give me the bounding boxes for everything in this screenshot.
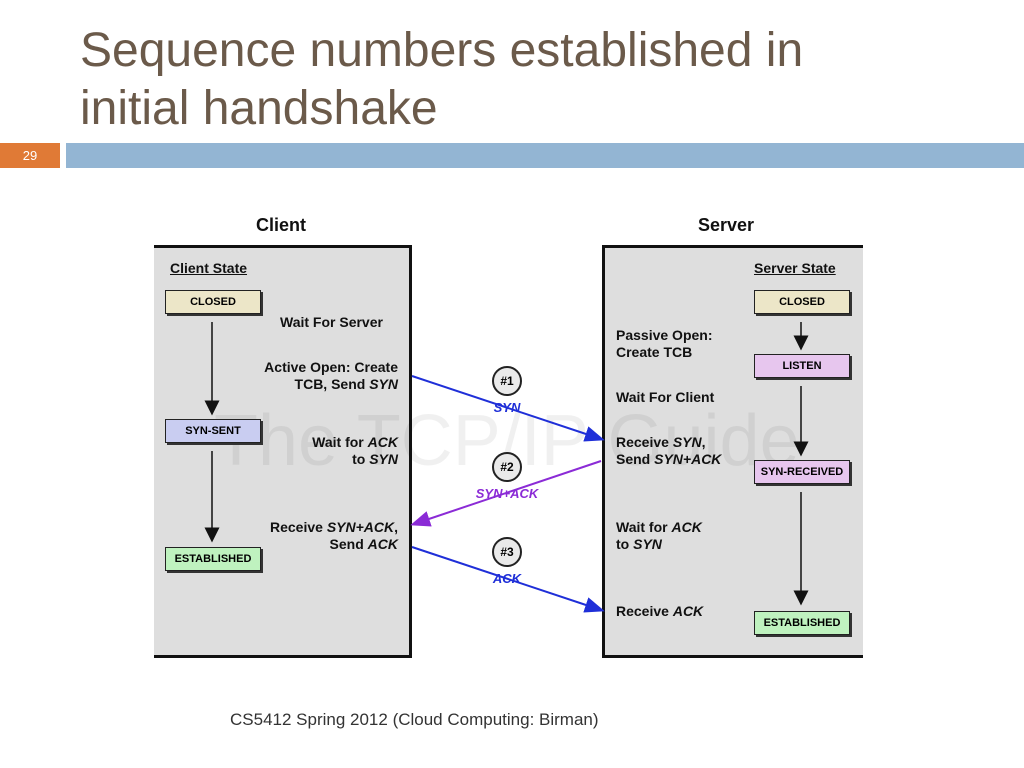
client-wait-for-ack-ack: ACK (367, 434, 398, 450)
client-receive-text: Receive (269, 519, 327, 535)
server-wait-for-ack-ack: ACK (671, 519, 702, 535)
client-state-syn-sent: SYN-SENT (165, 419, 261, 443)
server-send-synack: SYN+ACK (654, 451, 722, 467)
server-wait-for-ack-line-1: Wait for ACK (616, 519, 702, 536)
client-wait-for-ack-text: Wait for (312, 434, 368, 450)
client-heading: Client (256, 215, 307, 235)
server-wait-for-ack: Wait for ACK to SYN (616, 519, 702, 553)
title-divider-bar (66, 143, 1024, 168)
slide-title-line-2: initial handshake (80, 82, 438, 135)
message-1-marker: #1 (492, 366, 522, 396)
client-state-established: ESTABLISHED (165, 547, 261, 571)
server-receive-ack: Receive ACK (616, 603, 703, 620)
client-receive-comma: , (394, 519, 398, 535)
server-receive-syn-text: SYN (672, 434, 702, 450)
message-2-marker: #2 (492, 452, 522, 482)
message-3-marker: #3 (492, 537, 522, 567)
slide-title-line-1: Sequence numbers established in (80, 24, 804, 77)
ack-arrow (411, 546, 605, 613)
client-state-closed: CLOSED (165, 290, 261, 314)
server-state-closed: CLOSED (754, 290, 850, 314)
message-1-label: SYN (493, 400, 521, 415)
server-heading: Server (698, 215, 755, 235)
client-wait-for-server: Wait For Server (280, 314, 383, 330)
server-send-text: Send (616, 451, 655, 467)
client-state-label: Client State (170, 260, 248, 276)
slide-number: 29 (0, 143, 60, 168)
client-active-open: Active Open: Create TCB, Send SYN (236, 359, 398, 393)
client-active-open-line-2-syn: SYN (369, 376, 398, 392)
server-wait-for-ack-text: Wait for (616, 519, 672, 535)
server-receive-ack-text: Receive (616, 603, 673, 619)
server-wait-for-ack-to: to (616, 536, 634, 552)
client-receive-synack-line-2: Send ACK (236, 536, 398, 553)
server-receive-comma: , (701, 434, 706, 450)
slide-footer: CS5412 Spring 2012 (Cloud Computing: Bir… (230, 710, 599, 729)
server-receive-syn: Receive SYN, Send SYN+ACK (616, 434, 721, 468)
client-wait-for-ack-line-1: Wait for ACK (236, 434, 398, 451)
client-wait-for-ack-line-2: to SYN (236, 451, 398, 468)
server-passive-open-line-2: Create TCB (616, 344, 693, 360)
client-receive-synack-text: SYN+ACK (326, 519, 395, 535)
client-active-open-line-2-text: TCB, Send (294, 376, 370, 392)
message-2-label: SYN+ACK (475, 486, 539, 501)
client-panel (154, 245, 412, 658)
client-receive-synack: Receive SYN+ACK, Send ACK (236, 519, 398, 553)
server-state-established: ESTABLISHED (754, 611, 850, 635)
server-state-syn-received: SYN-RECEIVED (754, 460, 850, 484)
server-wait-for-ack-line-2: to SYN (616, 536, 702, 553)
server-receive-ack-ack: ACK (672, 603, 704, 619)
server-wait-for-client: Wait For Client (616, 389, 715, 405)
client-active-open-line-1: Active Open: Create (264, 359, 398, 375)
server-receive-syn-line-1: Receive SYN, (616, 434, 721, 451)
syn-arrow (411, 375, 605, 442)
synack-arrow (410, 460, 602, 527)
server-receive-syn-line-2: Send SYN+ACK (616, 451, 721, 468)
server-wait-for-ack-syn: SYN (633, 536, 662, 552)
server-state-listen: LISTEN (754, 354, 850, 378)
client-active-open-line-2: TCB, Send SYN (236, 376, 398, 393)
message-3-label: ACK (492, 571, 522, 586)
client-send-text: Send (329, 536, 368, 552)
server-state-label: Server State (754, 260, 836, 276)
server-passive-open-line-1: Passive Open: (616, 327, 713, 343)
client-wait-for-ack: Wait for ACK to SYN (236, 434, 398, 468)
client-wait-for-ack-to: to (352, 451, 370, 467)
client-wait-for-ack-syn: SYN (369, 451, 398, 467)
client-send-ack: ACK (367, 536, 398, 552)
client-receive-synack-line-1: Receive SYN+ACK, (236, 519, 398, 536)
server-receive-text: Receive (616, 434, 673, 450)
server-passive-open: Passive Open: Create TCB (616, 327, 713, 361)
slide-title: Sequence numbers established in initial … (80, 22, 1000, 138)
